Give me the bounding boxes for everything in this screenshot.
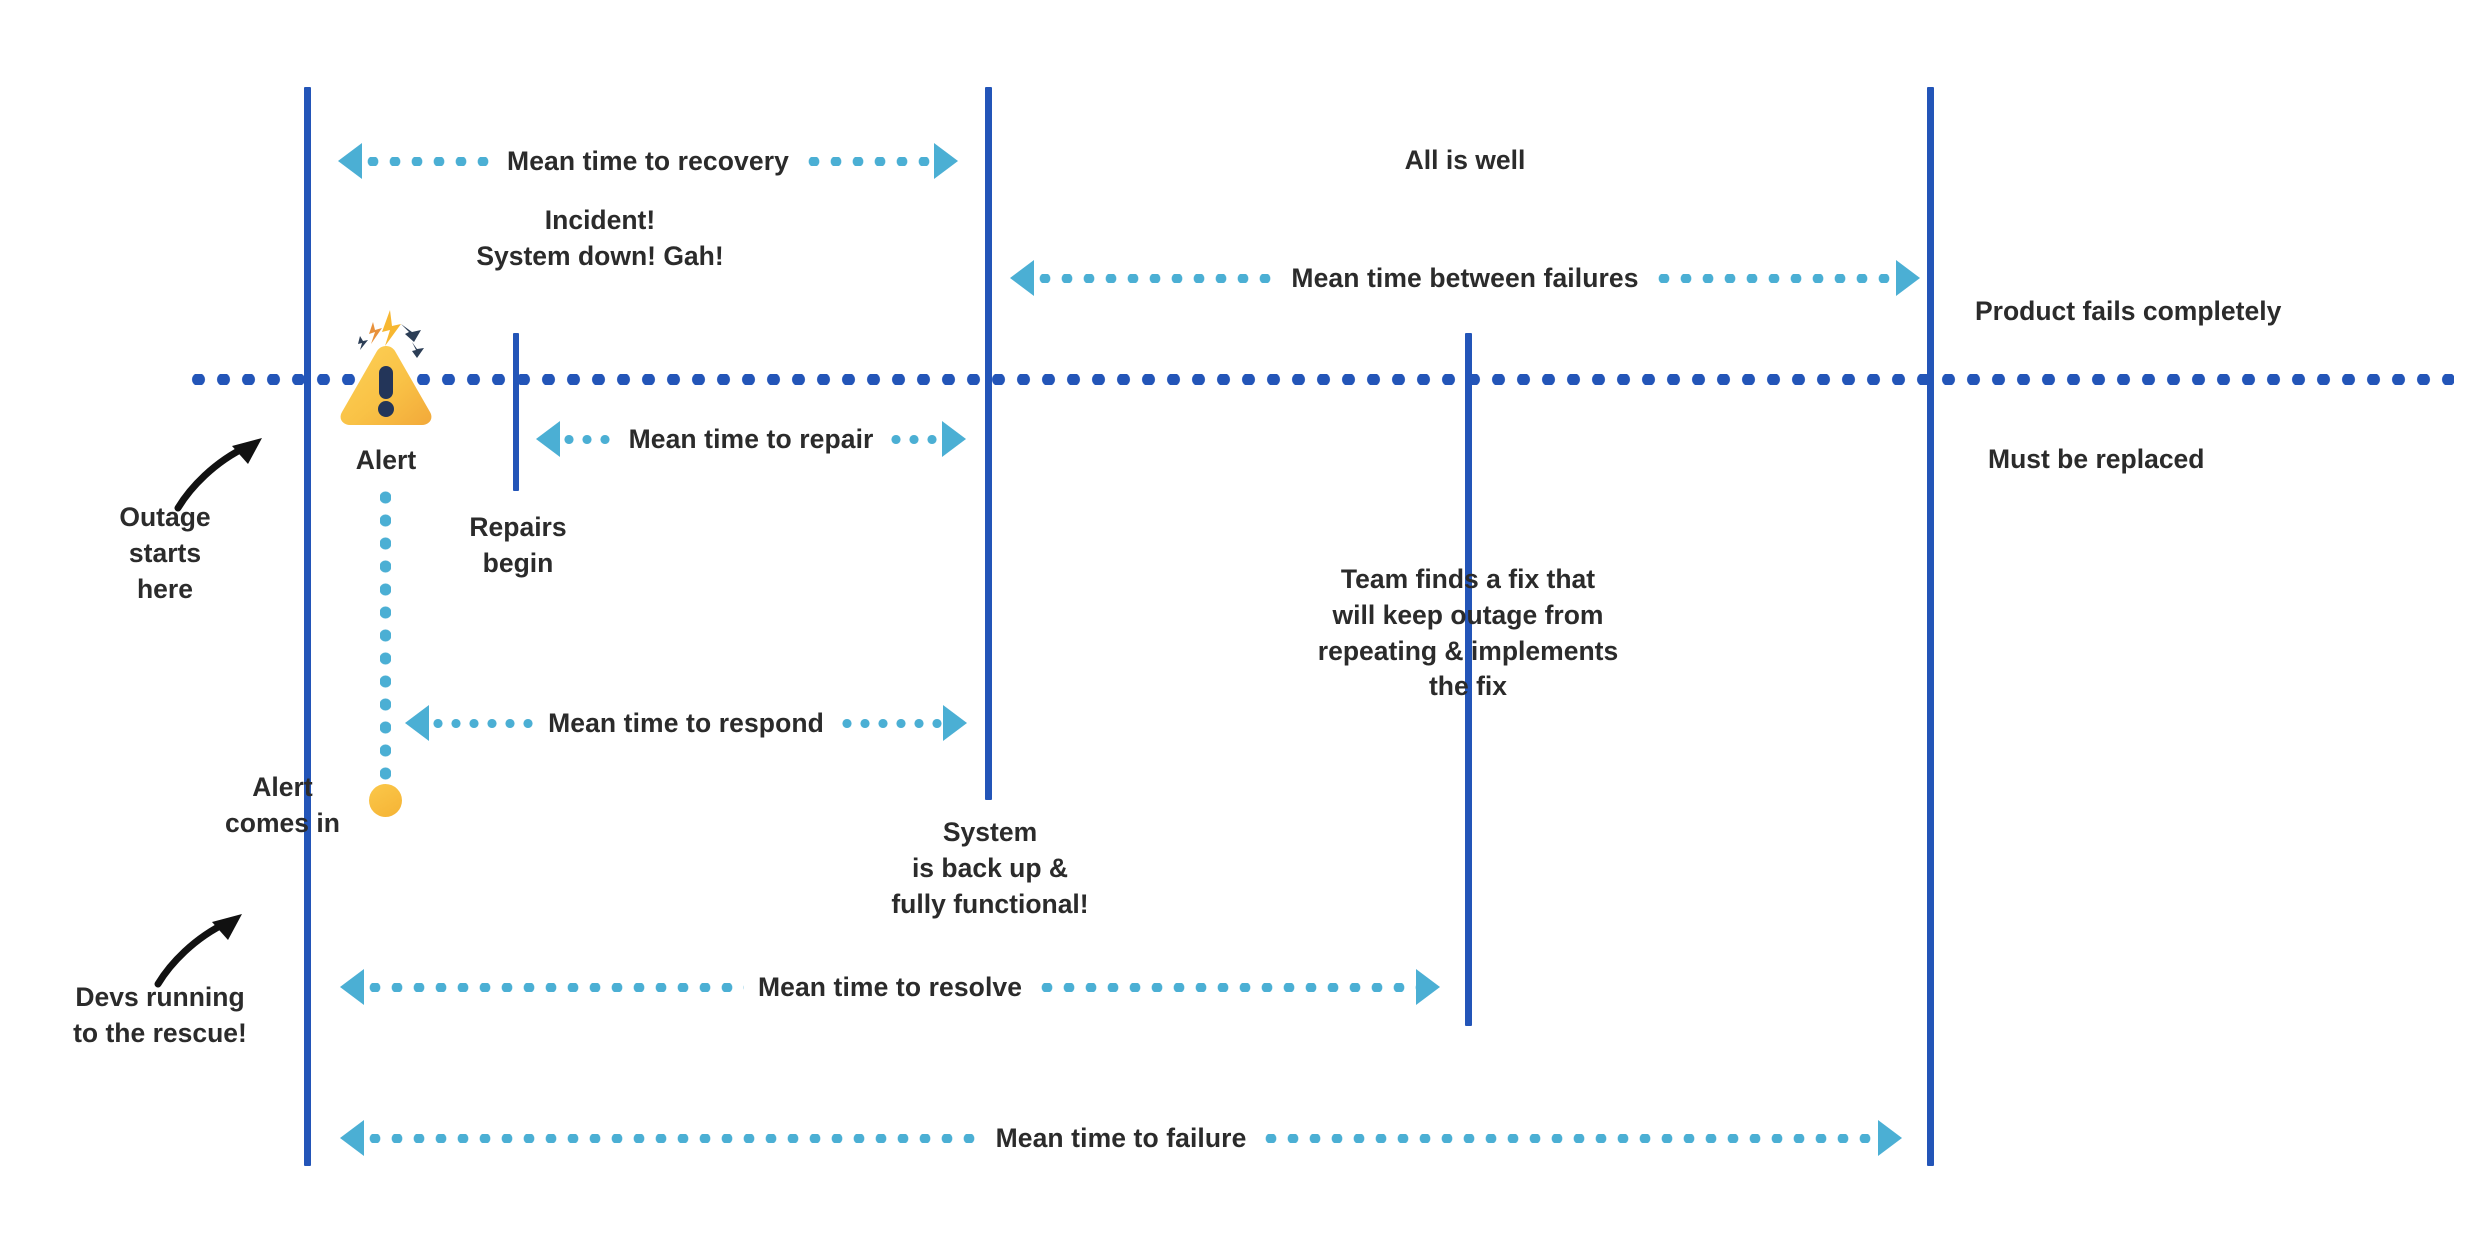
- dotted-segment-right: [1260, 1133, 1879, 1143]
- note-incident: Incident! System down! Gah!: [476, 205, 724, 271]
- note-repairs-begin: Repairs begin: [469, 512, 567, 578]
- dotted-segment-right: [802, 156, 934, 166]
- arrow-right-icon: [1416, 969, 1441, 1005]
- arrow-left-icon: [338, 143, 362, 179]
- arrow-right-icon: [1896, 260, 1920, 296]
- curved-arrow-up-right-icon-outage: [170, 424, 280, 514]
- milestone-line-system-back-up: [985, 87, 992, 800]
- alert-label: Alert: [355, 445, 417, 475]
- note-team-finds-fix: Team finds a fix that will keep outage f…: [1317, 564, 1619, 702]
- measure-label: Mean time between failures: [1291, 262, 1639, 293]
- dotted-segment-left: [364, 1133, 982, 1143]
- dotted-segment-left: [362, 156, 494, 166]
- measure-label: Mean time to failure: [995, 1122, 1247, 1153]
- measure-label: Mean time to respond: [548, 707, 824, 738]
- milestone-line-fix-implemented: [1465, 333, 1472, 1026]
- note-alert-comes-in: Alert comes in: [225, 772, 340, 838]
- note-all-is-well: All is well: [1404, 145, 1526, 175]
- curved-arrow-up-right-icon-devs: [150, 900, 260, 990]
- arrow-right-icon: [943, 705, 967, 741]
- note-devs-running: Devs running to the rescue!: [73, 982, 247, 1048]
- milestone-line-outage-start: [304, 87, 311, 1166]
- note-system-back-up: System is back up & fully functional!: [891, 817, 1089, 919]
- measure-label: Mean time to repair: [628, 423, 874, 454]
- measure-label: Mean time to resolve: [757, 971, 1023, 1002]
- measure-mean-time-to-recovery: Mean time to recovery: [338, 141, 958, 181]
- arrow-left-icon: [405, 705, 429, 741]
- alert-triangle-icon: [338, 308, 434, 426]
- alert-dot-icon: [369, 784, 402, 817]
- measure-mean-time-to-resolve: Mean time to resolve: [340, 967, 1441, 1007]
- arrow-right-icon: [934, 143, 958, 179]
- dotted-segment-left: [429, 718, 535, 728]
- measure-mean-time-to-respond: Mean time to respond: [405, 703, 967, 743]
- measure-mean-time-between-failures: Mean time between failures: [1010, 258, 1920, 298]
- note-must-be-replaced: Must be replaced: [1988, 444, 2205, 474]
- dotted-segment-left: [560, 434, 615, 444]
- dotted-segment-left: [1034, 273, 1278, 283]
- measure-label: Mean time to recovery: [507, 145, 789, 176]
- alert-connector-dots: [380, 486, 391, 798]
- dotted-segment-right: [1652, 273, 1896, 283]
- measure-mean-time-to-failure: Mean time to failure: [340, 1118, 1903, 1158]
- measure-mean-time-to-repair: Mean time to repair: [536, 419, 967, 459]
- note-outage-starts-here: Outage starts here: [119, 502, 211, 604]
- dotted-segment-right: [837, 718, 943, 728]
- main-timeline-axis: [186, 374, 2454, 385]
- arrow-right-icon: [942, 421, 967, 457]
- milestone-line-product-fails: [1927, 87, 1934, 1166]
- arrow-left-icon: [340, 969, 364, 1005]
- note-product-fails-completely: Product fails completely: [1975, 296, 2282, 326]
- dotted-segment-right: [887, 434, 943, 444]
- arrow-left-icon: [536, 421, 560, 457]
- dotted-segment-right: [1036, 982, 1417, 992]
- arrow-left-icon: [1010, 260, 1034, 296]
- arrow-right-icon: [1878, 1120, 1903, 1156]
- milestone-line-repairs-begin: [513, 333, 519, 491]
- dotted-segment-left: [364, 982, 744, 992]
- arrow-left-icon: [340, 1120, 364, 1156]
